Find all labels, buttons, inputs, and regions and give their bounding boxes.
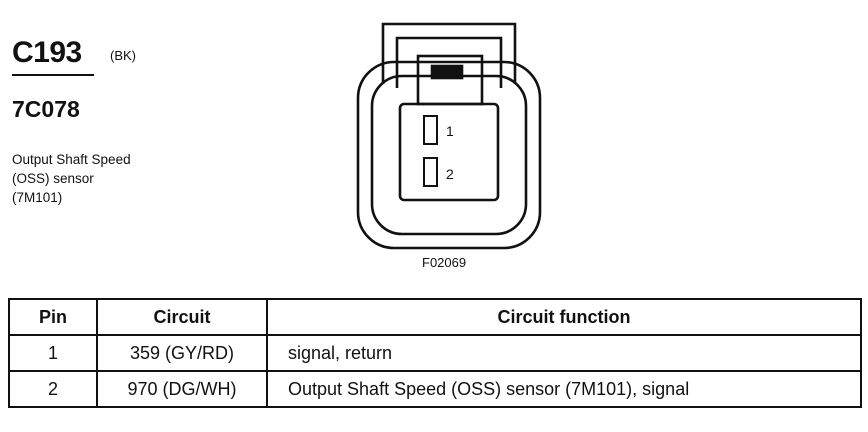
connector-lock-tab-inner [395,36,503,88]
table-header-function: Circuit function [266,298,862,336]
component-description-line: (OSS) sensor [12,171,94,186]
component-description: Output Shaft Speed (OSS) sensor (7M101) [12,150,182,207]
table-header-pin: Pin [8,298,98,336]
pin-1-slot [423,115,438,145]
component-description-line: (7M101) [12,190,63,205]
component-description-line: Output Shaft Speed [12,152,131,167]
connector-housing-outer [356,60,542,250]
table-row: 2 970 (DG/WH) Output Shaft Speed (OSS) s… [8,370,862,408]
component-id: 7C078 [12,96,80,122]
table-cell-pin: 2 [8,370,98,408]
table-row: 1 359 (GY/RD) signal, return [8,334,862,372]
table-cell-function: Output Shaft Speed (OSS) sensor (7M101),… [266,370,862,408]
connector-latch-bump [430,64,464,80]
table-cell-circuit: 359 (GY/RD) [96,334,268,372]
connector-color: (BK) [110,48,136,63]
table-header-row: Pin Circuit Circuit function [8,298,862,336]
connector-face-diagram: 1 2 [356,22,542,250]
pin-1-label: 1 [446,123,454,139]
figure-id: F02069 [422,255,467,270]
table-cell-circuit: 970 (DG/WH) [96,370,268,408]
connector-lock-tab [381,22,517,84]
pin-2-label: 2 [446,166,454,182]
pin-2-slot [423,157,438,187]
connector-underline [12,74,94,76]
pin-cavity-block [398,102,500,202]
pinout-table: Pin Circuit Circuit function 1 359 (GY/R… [8,298,862,408]
table-cell-pin: 1 [8,334,98,372]
table-cell-function: signal, return [266,334,862,372]
connector-id: C193 [12,36,82,69]
connector-housing-inner [370,74,528,236]
table-header-circuit: Circuit [96,298,268,336]
